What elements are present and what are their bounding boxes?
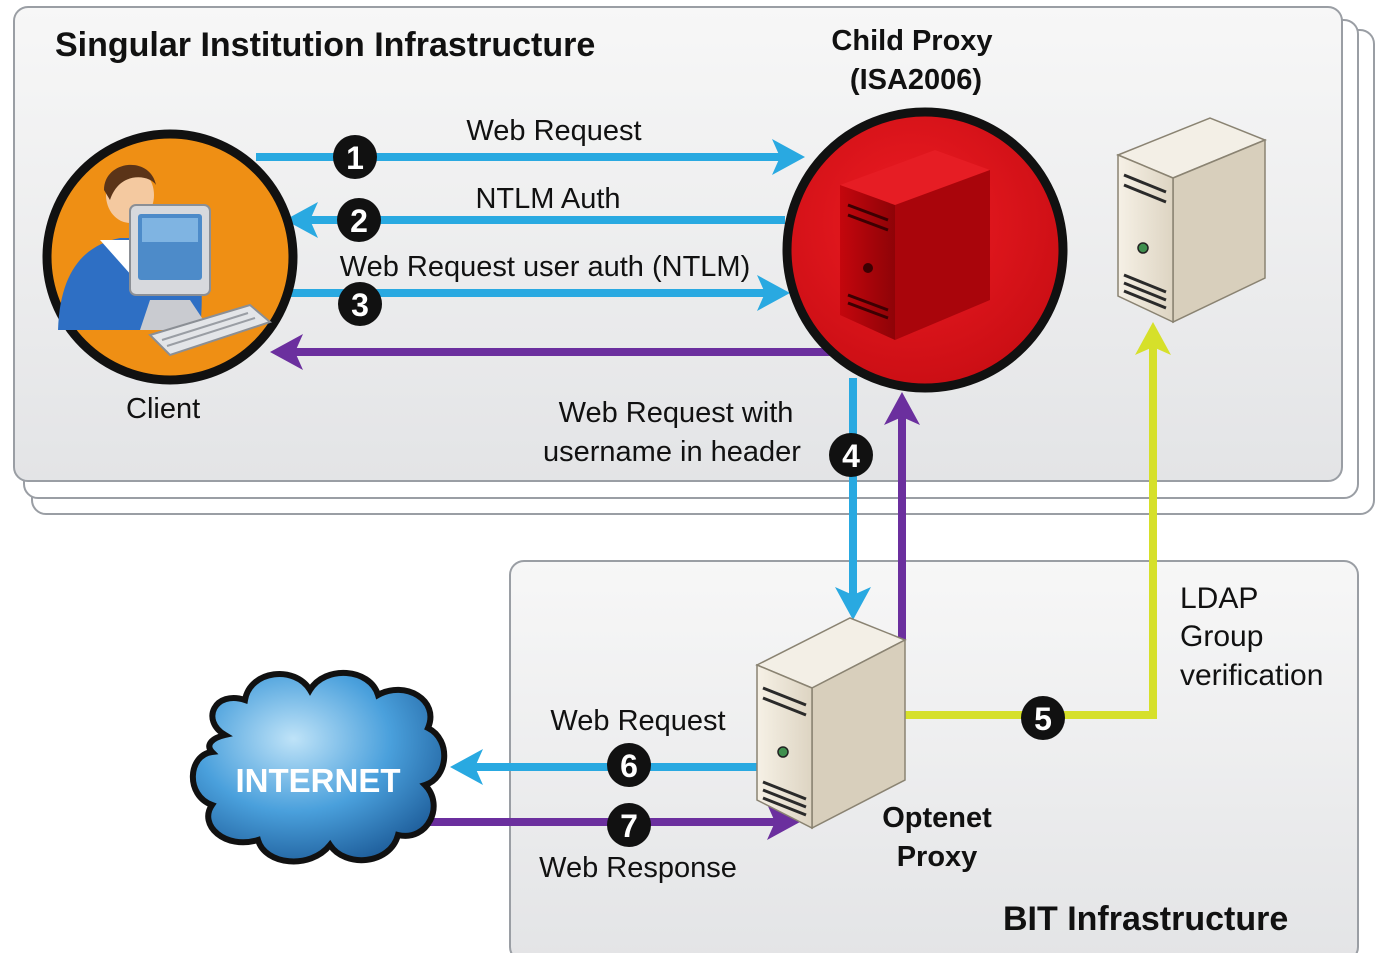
- svg-text:5: 5: [1034, 701, 1052, 737]
- cloud-icon: [189, 669, 448, 865]
- ldap-label-line3: verification: [1180, 659, 1323, 692]
- svg-text:7: 7: [620, 808, 638, 844]
- child-proxy-label-line2: (ISA2006): [850, 64, 982, 96]
- step3-badge: 3: [338, 282, 382, 326]
- child-proxy-label-line1: Child Proxy: [831, 25, 992, 57]
- ldap-label-line1: LDAP: [1180, 582, 1258, 615]
- step4-badge: 4: [829, 433, 873, 477]
- svg-text:6: 6: [620, 748, 638, 784]
- bit-zone-title: BIT Infrastructure: [1003, 900, 1288, 938]
- bit-zone: BIT Infrastructure: [509, 560, 1359, 953]
- client-label: Client: [126, 393, 200, 425]
- ldap-label: LDAP Group verification: [1180, 582, 1323, 692]
- institution-zone: Singular Institution Infrastructure: [13, 6, 1375, 515]
- server-tower-icon: [755, 617, 907, 830]
- step1-label: Web Request: [466, 115, 641, 147]
- svg-text:3: 3: [351, 287, 369, 323]
- response-arrow-to-child-proxy: [884, 392, 920, 640]
- step3-label: Web Request user auth (NTLM): [340, 251, 750, 283]
- step2-label: NTLM Auth: [475, 183, 620, 215]
- step7-badge: 7: [607, 803, 651, 847]
- server-tower-icon: [840, 150, 990, 340]
- internet-node: INTERNET: [189, 669, 448, 865]
- svg-text:1: 1: [346, 140, 364, 176]
- step5-badge: 5: [1021, 696, 1065, 740]
- step6-label: Web Request: [550, 705, 725, 737]
- flow-arrow-4: [835, 378, 871, 620]
- optenet-proxy-label-line1: Optenet: [882, 802, 992, 834]
- internet-label: INTERNET: [236, 762, 401, 799]
- step2-badge: 2: [337, 198, 381, 242]
- svg-text:4: 4: [842, 438, 860, 474]
- server-tower-icon: [1116, 117, 1267, 324]
- user-at-computer-icon: [58, 164, 273, 357]
- step7-label: Web Response: [539, 852, 737, 884]
- optenet-proxy-label-line2: Proxy: [897, 841, 978, 873]
- client-node: Client: [42, 129, 298, 425]
- step6-badge: 6: [607, 743, 651, 787]
- response-arrow-to-client: [270, 334, 830, 370]
- flow-arrow-2: [285, 202, 785, 238]
- step1-badge: 1: [333, 135, 377, 179]
- optenet-proxy-node: Optenet Proxy: [755, 617, 992, 873]
- ldap-server-node: [1116, 117, 1267, 324]
- svg-text:2: 2: [350, 203, 368, 239]
- flow-arrow-5: [905, 322, 1171, 719]
- ldap-label-line2: Group: [1180, 620, 1263, 653]
- institution-zone-title: Singular Institution Infrastructure: [55, 26, 595, 64]
- step4-label-line1: Web Request with: [559, 397, 794, 429]
- flow-arrow-7: [430, 804, 800, 840]
- child-proxy-node: Child Proxy (ISA2006): [782, 25, 1068, 393]
- step4-label-line2: username in header: [543, 436, 801, 468]
